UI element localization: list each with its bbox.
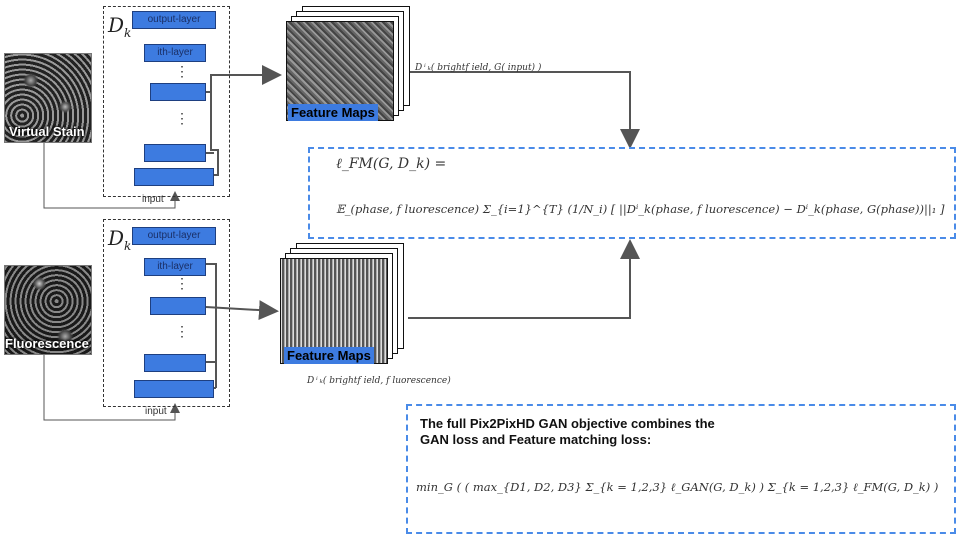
feature-maps-bottom-label: Feature Maps [284,347,374,364]
input-label-bottom: input [145,406,167,417]
input-label-top: input [142,194,164,205]
layer-top-5 [134,168,214,186]
fm-loss-line2: 𝔼_(phase, f luorescence) Σ_{i=1}^{T} (1/… [336,202,945,216]
dots-top-2: ⋮ [175,110,189,126]
output-layer-top: output-layer [132,11,216,29]
fm-top-front-image [286,21,394,121]
objective-box [406,404,956,534]
layer-bottom-5 [134,380,214,398]
discriminator-bottom [103,219,230,407]
layer-bottom-4 [144,354,206,372]
feature-maps-top-label: Feature Maps [288,104,378,121]
layer-bottom-3 [150,297,206,315]
fm-loss-line1: ℓ_FM(G, D_k) = [336,156,447,172]
objective-text: The full Pix2PixHD GAN objective combine… [420,416,715,447]
layer-trunk-bottom [206,263,217,363]
discriminator-top-title: Dk [108,13,132,40]
input-wire-top [43,142,180,209]
fluorescence-label: Fluorescence [5,336,89,351]
output-layer-bottom: output-layer [132,227,216,245]
virtual-stain-image: Virtual Stain [4,53,92,143]
feature-maps-bottom: Feature Maps [280,243,410,369]
feature-maps-top-caption: D ⁱ ₖ( brightf ield, G( input) ) [415,63,542,73]
ith-layer-bottom: ith-layer [144,258,206,276]
dots-bottom-2: ⋮ [175,323,189,339]
feature-maps-top: Feature Maps [286,6,412,128]
layer-arrow-bottom [205,300,279,321]
virtual-stain-label: Virtual Stain [9,124,85,139]
fm-loss-box [308,147,956,239]
discriminator-top [103,6,230,197]
fluorescence-image: Fluorescence [4,265,92,355]
layer-top-3 [150,83,206,101]
discriminator-bottom-title: Dk [108,226,132,253]
fm-to-loss-top [400,71,640,149]
layer-top-4 [144,144,206,162]
ith-layer-top: ith-layer [144,44,206,62]
feature-maps-bottom-caption: D ⁱ ₖ( brightf ield, f luorescence) [307,376,451,386]
dots-bottom-1: ⋮ [175,275,189,291]
fm-to-loss-bottom [408,239,640,319]
dots-top-1: ⋮ [175,63,189,79]
layer-trunk-top-b [210,65,282,92]
objective-formula: min_G ( ( max_{D1, D2, D3} Σ_{k = 1,2,3}… [416,480,939,494]
fm-bottom-front-image [280,258,388,364]
input-wire-bottom [43,354,180,421]
